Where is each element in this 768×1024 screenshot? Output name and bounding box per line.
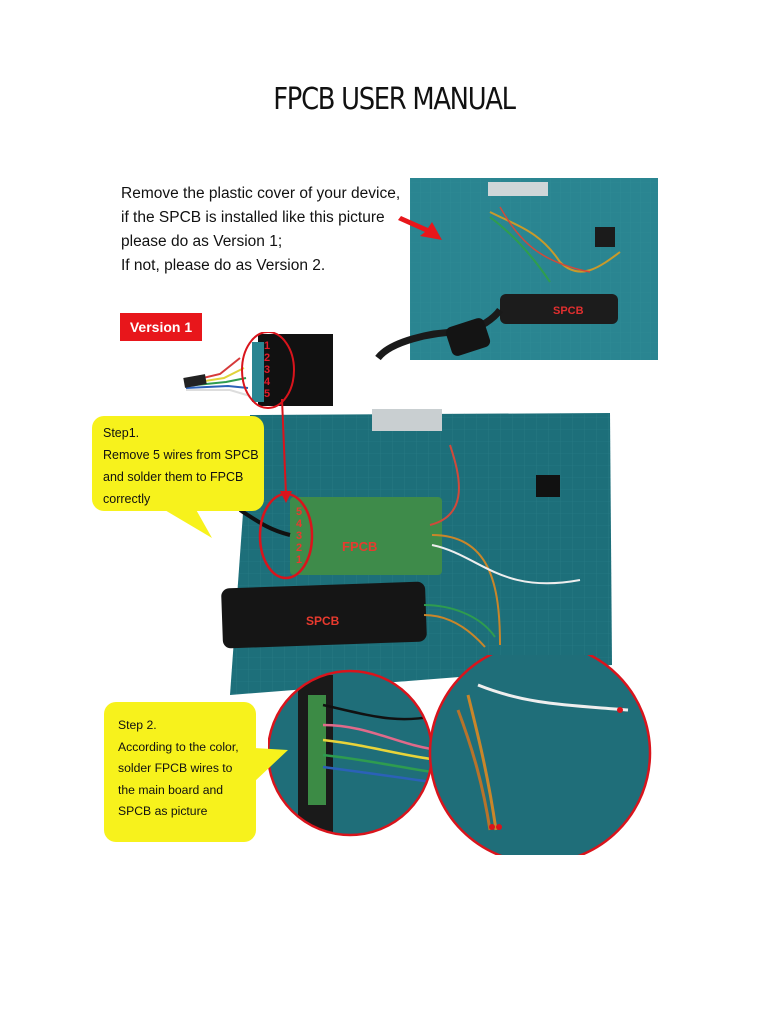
fpcb-label: FPCB: [342, 539, 377, 554]
step1-line: correctly: [103, 492, 151, 506]
step2-title: Step 2.: [118, 718, 157, 732]
intro-line-3: please do as Version 1;: [121, 233, 283, 250]
pin-label: 4: [296, 518, 303, 530]
version-1-badge: Version 1: [120, 313, 202, 341]
intro-line-4: If not, please do as Version 2.: [121, 257, 326, 274]
db-connector: [372, 409, 442, 431]
page-title: FPCB USER MANUAL: [273, 82, 516, 117]
step2-line: SPCB as picture: [118, 804, 208, 818]
pin-label: 2: [296, 542, 302, 554]
spcb-label: SPCB: [553, 305, 584, 317]
pin-label: 1: [296, 554, 302, 566]
step1-callout-tail: [158, 506, 212, 538]
step2-line: According to the color,: [118, 739, 239, 754]
pin-label: 1: [264, 340, 270, 352]
pin-label: 3: [296, 530, 302, 542]
db-connector: [488, 182, 548, 196]
pin-label: 2: [264, 352, 270, 364]
chip: [536, 475, 560, 497]
fpcb-board: [290, 497, 442, 575]
fpcb-flex: [258, 334, 333, 406]
step1-line: Remove 5 wires from SPCB: [103, 448, 259, 462]
spcb-label: SPCB: [306, 614, 340, 628]
chip: [595, 227, 615, 247]
spcb-module: [221, 581, 427, 649]
pin-label: 5: [296, 506, 302, 518]
device-photo: SPCB: [375, 178, 658, 361]
pin-label: 3: [264, 364, 270, 376]
highlight-circle: [241, 332, 295, 409]
intro-line-1: Remove the plastic cover of your device,: [121, 185, 401, 202]
step2-callout-tail: [254, 748, 288, 782]
main-board-photo: FPCB SPCB 5 4 3 2 1: [221, 409, 612, 695]
spcb-module: [500, 294, 618, 324]
step1-title: Step1.: [103, 426, 140, 440]
step2-callout: Step 2. According to the color, solder F…: [104, 702, 256, 842]
fpcb-connector-photo: 1 2 3 4 5: [183, 332, 333, 409]
step1-line: and solder them to FPCB: [103, 470, 244, 484]
intro-line-2: if the SPCB is installed like this pictu…: [121, 209, 385, 226]
red-arrow: [398, 216, 442, 240]
step2-line: solder FPCB wires to: [118, 761, 233, 775]
connector-line: [280, 398, 292, 503]
zoom-circles: [268, 655, 652, 855]
pin-label: 5: [264, 388, 270, 400]
zoom-circle-mainboard: [428, 655, 652, 855]
intro-text: Remove the plastic cover of your device,…: [121, 182, 400, 278]
pin-label: 4: [264, 376, 271, 388]
step2-line: the main board and: [118, 782, 224, 797]
step1-callout: Step1. Remove 5 wires from SPCB and sold…: [92, 416, 264, 511]
